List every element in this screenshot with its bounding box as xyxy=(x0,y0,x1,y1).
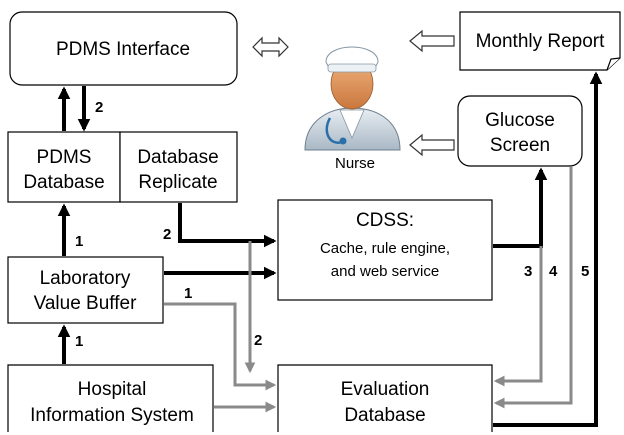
edge-label-cdss-to-glucose: 3 xyxy=(524,263,532,280)
database-replicate-line-2: Replicate xyxy=(138,172,217,193)
replicate-to-cdss-arrow xyxy=(178,203,277,248)
cdss-to-eval-arrow xyxy=(493,246,543,387)
evaluation-db-node: Evaluation Database xyxy=(277,364,493,432)
report-to-nurse-arrow xyxy=(409,29,455,53)
nurse-icon xyxy=(304,46,401,151)
interface-nurse-double-arrow xyxy=(252,36,289,58)
pdms-database-line-1: PDMS xyxy=(37,147,92,168)
database-replicate-line-1: Database xyxy=(137,147,218,168)
monthly-report-node: Monthly Report xyxy=(459,11,621,71)
edge-label-replicate-to-cdss: 2 xyxy=(163,226,171,243)
his-line-1: Hospital xyxy=(78,379,147,400)
edge-label-his-to-buffer: 1 xyxy=(75,333,83,350)
his-node: Hospital Information System xyxy=(7,364,214,432)
eval-to-report-arrow xyxy=(493,71,603,427)
cdss-node: CDSS: Cache, rule engine, and web servic… xyxy=(277,199,493,301)
cdss-line-2: Cache, rule engine, xyxy=(320,240,450,257)
edge-label-buffer-to-eval: 1 xyxy=(184,285,192,302)
edge-label-replicate-to-eval: 2 xyxy=(254,332,262,349)
evaluation-db-line-1: Evaluation xyxy=(341,379,430,400)
glucose-screen-node: Glucose Screen xyxy=(457,95,583,167)
pdms-interface-label: PDMS Interface xyxy=(56,39,190,60)
glucose-screen-line-1: Glucose xyxy=(485,110,555,131)
glucose-to-eval-arrow xyxy=(493,167,573,409)
lab-buffer-node: Laboratory Value Buffer xyxy=(7,256,164,324)
glucose-to-nurse-arrow xyxy=(409,133,455,157)
edge-label-interface-to-db: 2 xyxy=(95,99,103,116)
nurse-label: Nurse xyxy=(335,155,375,172)
lab-buffer-line-1: Laboratory xyxy=(40,268,131,289)
edge-label-buffer-to-pdms-db: 1 xyxy=(75,233,83,250)
lab-buffer-line-2: Value Buffer xyxy=(34,293,137,314)
pdms-interface-node: PDMS Interface xyxy=(9,11,238,86)
cdss-title: CDSS: xyxy=(356,210,414,231)
edge-label-eval-to-report: 5 xyxy=(581,263,589,280)
edge-label-glucose-to-eval: 4 xyxy=(549,263,558,280)
his-line-2: Information System xyxy=(30,405,194,426)
glucose-screen-line-2: Screen xyxy=(490,135,550,156)
monthly-report-label: Monthly Report xyxy=(476,31,606,52)
cdss-to-glucose-arrow xyxy=(493,167,548,248)
pdms-database-node: PDMS Database xyxy=(7,131,121,203)
buffer-to-eval-arrow xyxy=(164,302,277,391)
pdms-database-line-2: Database xyxy=(23,172,104,193)
database-replicate-node: Database Replicate xyxy=(119,131,238,203)
cdss-line-3: and web service xyxy=(331,263,439,280)
evaluation-db-line-2: Database xyxy=(344,405,425,426)
